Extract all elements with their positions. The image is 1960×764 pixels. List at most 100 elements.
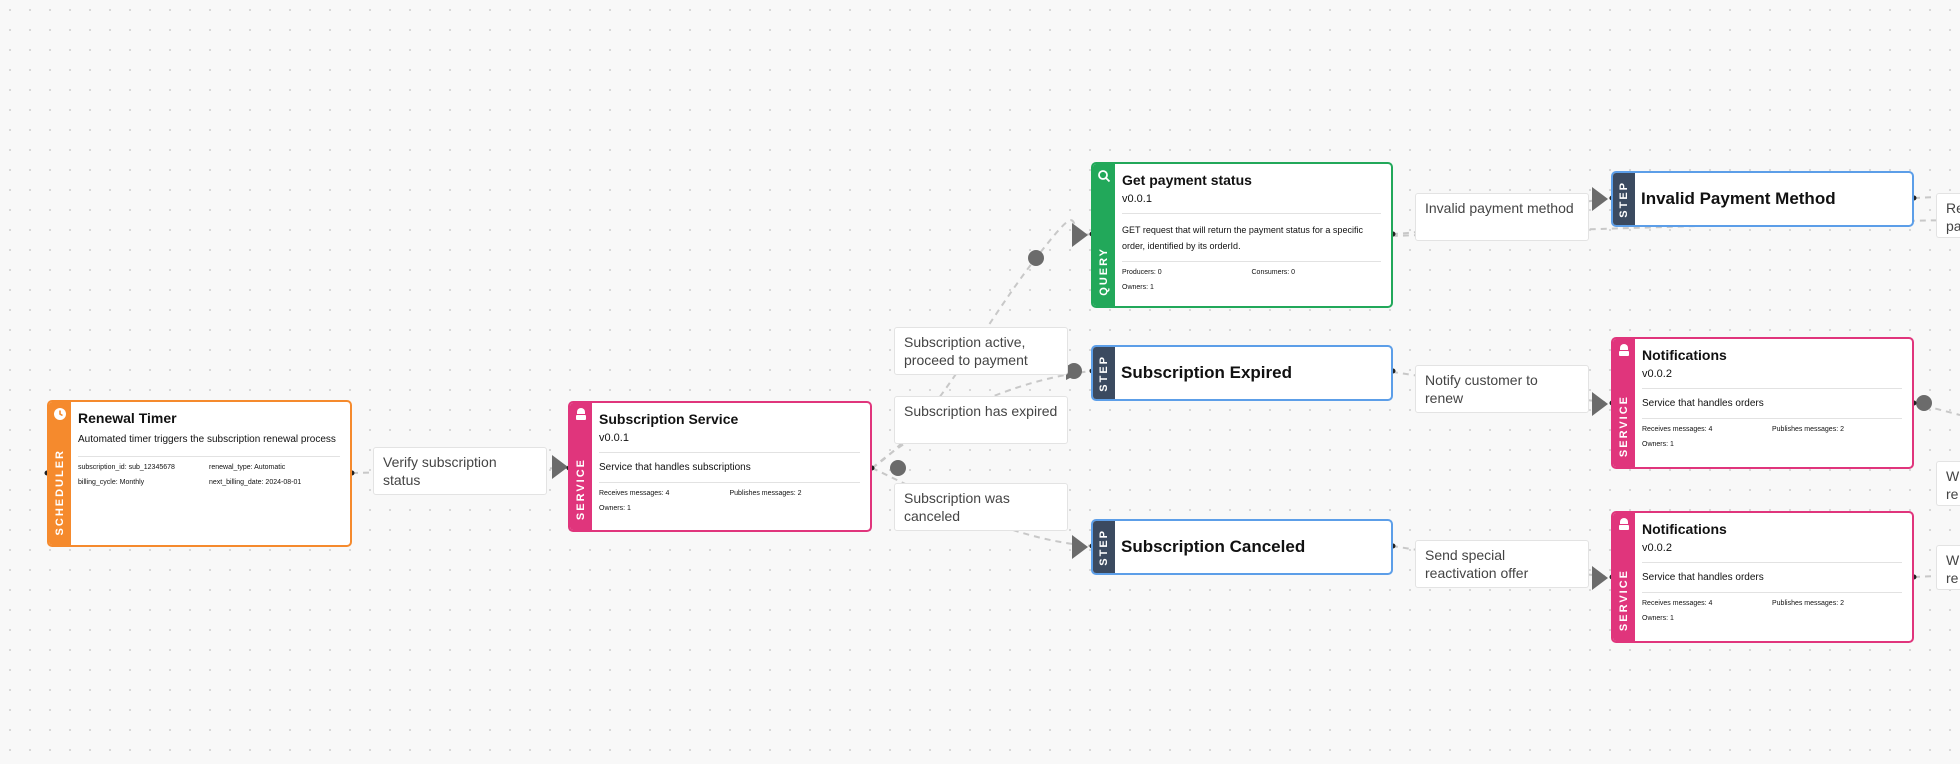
- node-stats: Producers: 0 Consumers: 0 Owners: 1: [1122, 269, 1381, 291]
- node-stats: Receives messages: 4 Publishes messages:…: [599, 490, 860, 512]
- node-title: Subscription Expired: [1121, 363, 1292, 382]
- property: next_billing_date: 2024-08-01: [209, 479, 302, 486]
- node-type-label: SERVICE: [1618, 394, 1630, 457]
- edge-label-offscreen-3-line1: W: [1946, 552, 1960, 568]
- receives-count: Receives messages: 4: [1642, 426, 1713, 433]
- node-title: Get payment status: [1122, 172, 1252, 188]
- property: billing_cycle: Monthly: [78, 479, 145, 486]
- arrowhead: [1072, 535, 1088, 559]
- owners-count: Owners: 1: [1122, 284, 1154, 291]
- edge-expired-to-notif: [1391, 371, 1613, 404]
- edge-label-offscreen-1-line2: pa: [1946, 218, 1960, 234]
- edge-label-verify[interactable]: Verify subscription status: [373, 447, 547, 495]
- node-type-label: STEP: [1618, 180, 1630, 218]
- arrowhead: [552, 455, 568, 479]
- search-icon: [1098, 170, 1111, 183]
- node-type-label: STEP: [1098, 528, 1110, 566]
- node-subscription-service[interactable]: SERVICE Subscription Service v0.0.1 Serv…: [568, 401, 872, 532]
- producers-count: Producers: 0: [1122, 269, 1162, 276]
- node-type-strip: STEP: [1093, 521, 1115, 573]
- node-properties: subscription_id: sub_12345678 renewal_ty…: [78, 464, 340, 486]
- server-icon: [1619, 518, 1629, 530]
- node-version: v0.0.1: [1122, 193, 1381, 214]
- node-title: Notifications: [1642, 347, 1727, 363]
- node-type-label: SERVICE: [575, 457, 587, 520]
- node-description: Service that handles orders: [1642, 571, 1902, 593]
- node-type-strip: SERVICE: [570, 403, 592, 530]
- node-type-strip: SERVICE: [1613, 513, 1635, 641]
- node-title: Subscription Canceled: [1121, 537, 1306, 556]
- node-description: Automated timer triggers the subscriptio…: [78, 431, 340, 457]
- publishes-count: Publishes messages: 2: [1772, 600, 1844, 607]
- edge-label-invalid[interactable]: Invalid payment method: [1415, 193, 1589, 241]
- node-title: Subscription Service: [599, 411, 739, 427]
- node-description: GET request that will return the payment…: [1122, 222, 1381, 262]
- edge-label-offscreen-2[interactable]: W re: [1936, 461, 1960, 506]
- node-get-payment-status[interactable]: QUERY Get payment status v0.0.1 GET requ…: [1091, 162, 1393, 308]
- node-renewal-timer[interactable]: SCHEDULER Renewal Timer Automated timer …: [47, 400, 352, 547]
- edge-label-reactivation[interactable]: Send special reactivation offer: [1415, 540, 1589, 588]
- edge-midpoint-dot: [1916, 395, 1932, 411]
- node-notifications-2[interactable]: SERVICE Notifications v0.0.2 Service tha…: [1611, 511, 1914, 643]
- edge-label-notify[interactable]: Notify customer to renew: [1415, 365, 1589, 413]
- server-icon: [1619, 344, 1629, 356]
- node-stats: Receives messages: 4 Publishes messages:…: [1642, 600, 1902, 622]
- arrowhead: [1592, 392, 1608, 416]
- edge-midpoint-dot: [1028, 250, 1044, 266]
- node-description: Service that handles orders: [1642, 397, 1902, 419]
- node-type-label: STEP: [1098, 354, 1110, 392]
- clock-icon: [54, 408, 66, 420]
- edge-canceled-to-notif: [1391, 545, 1613, 578]
- edge-midpoint-dot: [1066, 363, 1082, 379]
- node-body: Subscription Canceled: [1115, 521, 1391, 573]
- node-body: Subscription Expired: [1115, 347, 1391, 399]
- node-type-label: QUERY: [1098, 247, 1110, 296]
- node-type-strip: SERVICE: [1613, 339, 1635, 467]
- edge-label-offscreen-2-line1: W: [1946, 468, 1960, 484]
- node-title: Notifications: [1642, 521, 1727, 537]
- edge-notif1-out: [1913, 402, 1960, 416]
- arrowhead: [1592, 566, 1608, 590]
- publishes-count: Publishes messages: 2: [729, 490, 802, 497]
- server-icon: [576, 408, 586, 420]
- publishes-count: Publishes messages: 2: [1772, 426, 1844, 433]
- edge-label-offscreen-2-line2: re: [1946, 486, 1959, 502]
- node-stats: Receives messages: 4 Publishes messages:…: [1642, 426, 1902, 448]
- node-type-strip: SCHEDULER: [49, 402, 71, 545]
- node-type-label: SCHEDULER: [54, 448, 66, 535]
- node-body: Renewal Timer Automated timer triggers t…: [71, 402, 350, 545]
- edge-label-offscreen-3-line2: re: [1946, 570, 1959, 586]
- node-body: Get payment status v0.0.1 GET request th…: [1115, 164, 1391, 306]
- node-body: Notifications v0.0.2 Service that handle…: [1635, 513, 1912, 641]
- node-notifications-1[interactable]: SERVICE Notifications v0.0.2 Service tha…: [1611, 337, 1914, 469]
- edge-midpoint-dot: [890, 460, 906, 476]
- receives-count: Receives messages: 4: [599, 490, 670, 497]
- property: subscription_id: sub_12345678: [78, 464, 175, 471]
- edge-service-to-expired: [871, 370, 1093, 469]
- node-type-label: SERVICE: [1618, 568, 1630, 631]
- node-invalid-payment-method[interactable]: STEP Invalid Payment Method: [1611, 171, 1914, 227]
- edge-label-canceled[interactable]: Subscription was canceled: [894, 483, 1068, 531]
- owners-count: Owners: 1: [599, 505, 631, 512]
- node-subscription-canceled[interactable]: STEP Subscription Canceled: [1091, 519, 1393, 575]
- edge-label-active[interactable]: Subscription active, proceed to payment: [894, 327, 1068, 375]
- owners-count: Owners: 1: [1642, 441, 1674, 448]
- arrowhead: [1592, 187, 1608, 211]
- property: renewal_type: Automatic: [209, 464, 286, 471]
- consumers-count: Consumers: 0: [1251, 269, 1296, 276]
- arrowhead: [1072, 223, 1088, 247]
- owners-count: Owners: 1: [1642, 615, 1674, 622]
- edge-label-expired[interactable]: Subscription has expired: [894, 396, 1068, 444]
- node-type-strip: QUERY: [1093, 164, 1115, 306]
- node-body: Subscription Service v0.0.1 Service that…: [592, 403, 870, 530]
- node-body: Notifications v0.0.2 Service that handle…: [1635, 339, 1912, 467]
- edge-label-offscreen-1-line1: Re: [1946, 200, 1960, 216]
- edge-label-offscreen-1[interactable]: Re pa: [1936, 193, 1960, 238]
- node-version: v0.0.1: [599, 432, 860, 453]
- node-version: v0.0.2: [1642, 542, 1902, 563]
- node-title: Renewal Timer: [78, 410, 177, 426]
- node-type-strip: STEP: [1093, 347, 1115, 399]
- node-description: Service that handles subscriptions: [599, 461, 860, 483]
- edge-label-offscreen-3[interactable]: W re: [1936, 545, 1960, 590]
- node-subscription-expired[interactable]: STEP Subscription Expired: [1091, 345, 1393, 401]
